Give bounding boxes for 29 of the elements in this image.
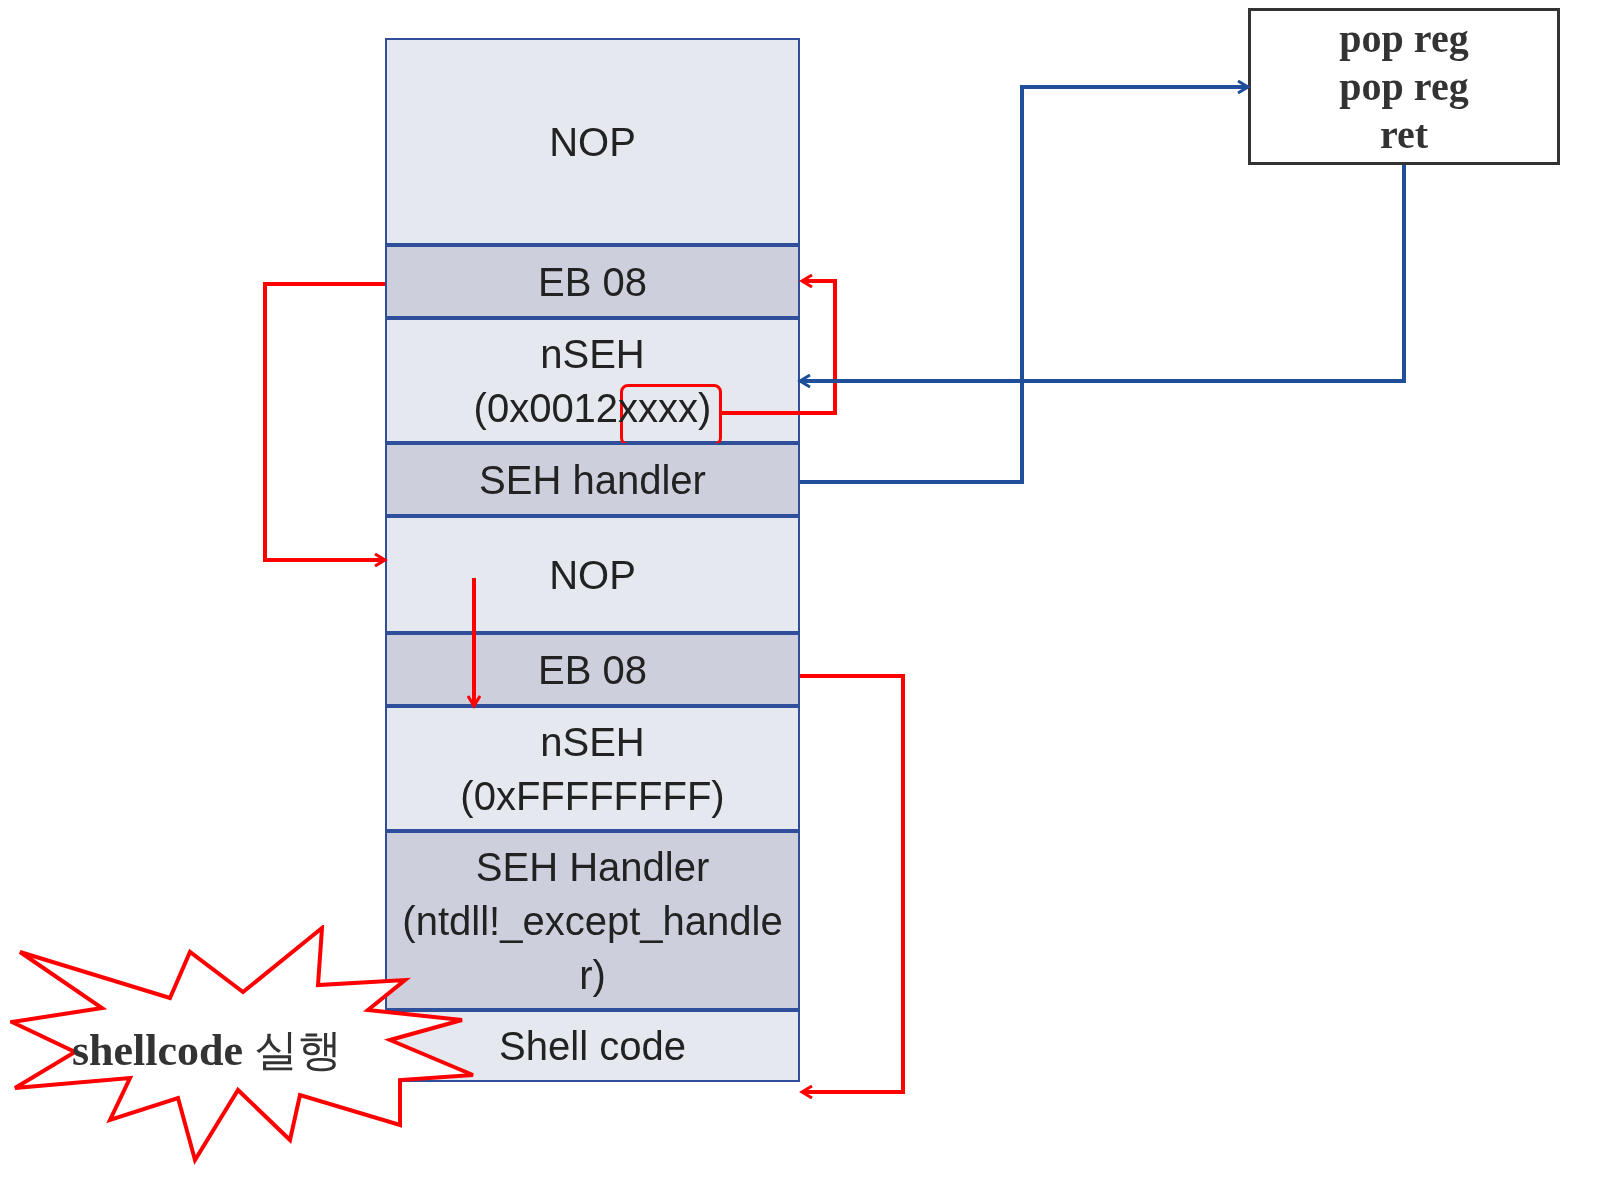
stack-cell [385, 516, 800, 633]
arrow [263, 282, 387, 568]
instruction-text: ret [1379, 110, 1429, 159]
arrow [720, 273, 837, 415]
cell-text: SEH Handler [475, 843, 710, 891]
stack-cell [385, 633, 800, 706]
instruction-text: pop reg [1339, 14, 1469, 63]
cell-text: (0xFFFFFFFF) [460, 772, 725, 820]
stack-cell [385, 443, 800, 516]
stack-cell [385, 245, 800, 318]
stack-cell [385, 706, 800, 831]
arrow [466, 578, 482, 708]
cell-text: NOP [549, 551, 636, 599]
stack-cell [385, 831, 800, 1010]
cell-text: (ntdll!_except_handler) [401, 897, 784, 999]
cell-text: nSEH [540, 330, 645, 378]
instruction-text: pop reg [1339, 62, 1469, 111]
cell-text: EB 08 [538, 258, 647, 306]
cell-text: NOP [549, 118, 636, 166]
instruction-box [1248, 8, 1560, 165]
arrow [798, 165, 1406, 389]
stack-cell [385, 38, 800, 245]
cell-text: SEH handler [479, 456, 706, 504]
starburst-label: shellcode 실행 [72, 1025, 343, 1077]
arrow [800, 79, 1250, 484]
cell-text: nSEH [540, 718, 645, 766]
cell-text: EB 08 [538, 646, 647, 694]
arrow [800, 674, 905, 1100]
cell-text: Shell code [499, 1023, 686, 1070]
